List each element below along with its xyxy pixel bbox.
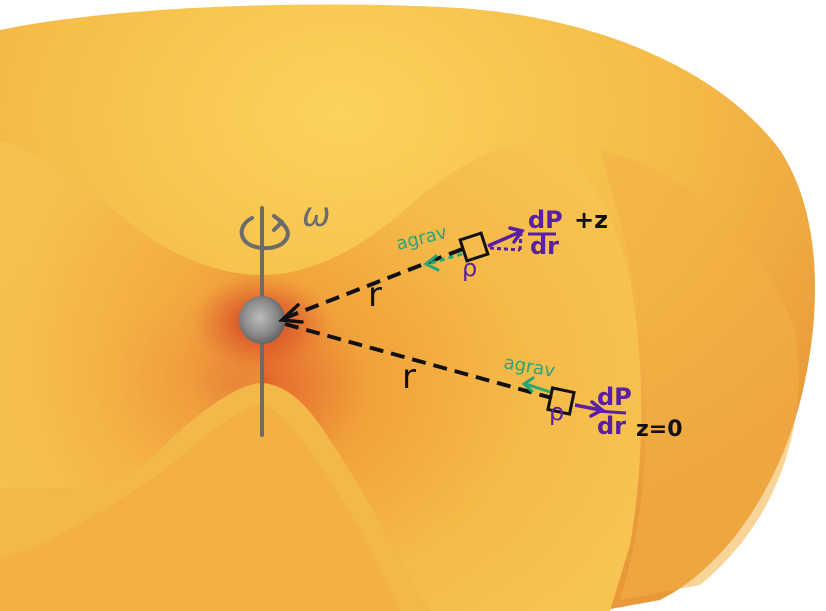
r-label-lower: r [402, 357, 416, 397]
radius-line-upper [284, 246, 466, 320]
rho-label-upper: ρ [462, 254, 477, 282]
rotation-arrow-icon [239, 216, 290, 251]
dP-label-lower: dP [597, 383, 632, 411]
torus-bottom-skirt [0, 405, 400, 611]
fluid-element-upper [458, 231, 490, 263]
radius-line-lower [284, 322, 553, 400]
gravity-arrow-lower [525, 382, 551, 394]
black-hole [239, 296, 285, 344]
plus-z-label: +z [574, 206, 608, 234]
gravity-arrowhead-upper-icon [423, 254, 440, 272]
torus-left-lobe [0, 140, 262, 489]
pressure-component-upper [489, 246, 521, 252]
pressure-component-vertical-upper [518, 233, 523, 251]
fraction-bar-lower [595, 409, 627, 415]
dP-label-upper: dP [528, 206, 563, 234]
z-zero-label: z=0 [636, 417, 683, 442]
gravity-arrow-upper [427, 252, 463, 266]
r-label-upper: r [368, 275, 382, 315]
pressure-arrowhead-upper-icon [508, 226, 525, 244]
rotation-arrowhead-icon [272, 214, 284, 232]
pressure-arrow-lower [574, 403, 601, 412]
torus-rim-shadow [600, 150, 799, 600]
dr-label-lower: dr [597, 412, 626, 440]
gravity-arrowhead-lower-icon [521, 376, 535, 393]
rho-label-lower: ρ [549, 398, 564, 426]
fluid-element-lower [546, 386, 576, 416]
radius-arrowhead-upper [277, 303, 304, 324]
omega-label: ω [302, 195, 330, 235]
pressure-arrow-upper [487, 230, 521, 248]
dr-label-upper: dr [530, 232, 559, 260]
